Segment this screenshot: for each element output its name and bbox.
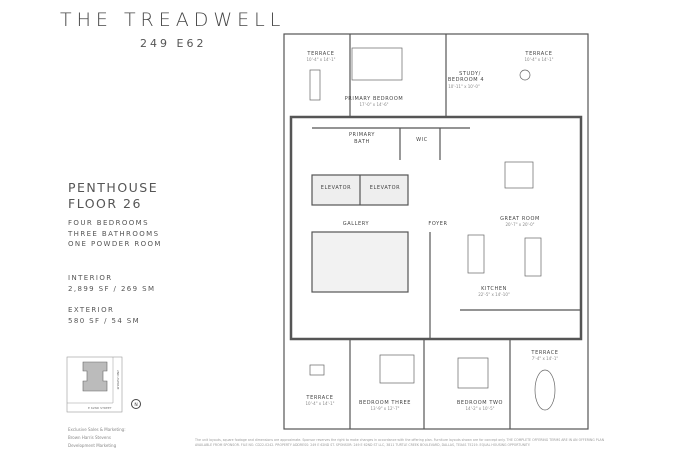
terrace-table xyxy=(534,369,556,411)
room-dimension: 10'-4" x 14'-1" xyxy=(525,57,554,62)
furniture xyxy=(309,47,556,411)
room-label: TERRACE xyxy=(306,51,334,57)
credit-line: Brown Harris Stevens xyxy=(68,435,111,440)
bed xyxy=(457,357,489,389)
exterior-area: EXTERIOR 580 SF / 54 SM xyxy=(68,305,140,326)
unit-name-line1: PENTHOUSE xyxy=(68,180,159,195)
feature: THREE BATHROOMS xyxy=(68,229,160,238)
room-dimension: 14'-2" x 10'-5" xyxy=(466,406,495,411)
street-bottom: E 62ND STREET xyxy=(88,406,112,410)
room-label: KITCHEN xyxy=(481,286,507,292)
room-label: BATH xyxy=(354,139,370,145)
room-label: TERRACE xyxy=(530,350,558,356)
table xyxy=(504,161,534,189)
room-dimension: 10'-11" x 10'-0" xyxy=(448,84,480,89)
bed xyxy=(351,47,403,81)
room-dimension: 10'-4" x 14'-1" xyxy=(306,401,335,406)
interior-label: INTERIOR xyxy=(68,274,113,282)
exterior-value: 580 SF / 54 SM xyxy=(68,316,141,325)
room-dimension: 17'-0" x 14'-6" xyxy=(360,102,389,107)
room-label: GALLERY xyxy=(343,221,370,227)
building-address: 249 E62 xyxy=(140,37,207,50)
bed xyxy=(379,354,415,384)
building-footprint xyxy=(82,361,108,392)
room-label: TERRACE xyxy=(524,51,552,57)
room-dimension: 10'-4" x 14'-1" xyxy=(307,57,336,62)
room-label: BEDROOM 4 xyxy=(448,77,484,83)
room-label: BEDROOM THREE xyxy=(359,400,411,406)
street-right: 2ND AVENUE xyxy=(116,370,120,390)
sales-credit: Exclusive Sales & Marketing: Brown Harri… xyxy=(68,426,126,450)
room-dimension: 20'-7" x 20'-0" xyxy=(506,222,535,227)
room-label: GREAT ROOM xyxy=(500,216,540,222)
interior-value: 2,899 SF / 269 SM xyxy=(68,284,156,293)
room-labels: TERRACE 10'-4" x 14'-1" PRIMARY BEDROOM … xyxy=(305,51,558,411)
room-label: ELEVATOR xyxy=(370,185,401,191)
room-label: PRIMARY BEDROOM xyxy=(345,96,404,102)
unit-name-line2: FLOOR 26 xyxy=(68,196,142,211)
room-dimension: 13'-9" x 12'-7" xyxy=(371,406,400,411)
feature: ONE POWDER ROOM xyxy=(68,240,162,248)
interior-area: INTERIOR 2,899 SF / 269 SM xyxy=(68,273,155,294)
walls xyxy=(283,33,589,430)
credit-line: Development Marketing xyxy=(68,443,117,448)
credit-line: Exclusive Sales & Marketing: xyxy=(68,427,126,432)
room-dimension: 7'-4" x 14'-1" xyxy=(532,356,559,361)
key-plan: E 62ND STREET 2ND AVENUE N xyxy=(66,356,141,413)
kitchen-island xyxy=(467,234,485,274)
dining-table xyxy=(524,237,542,277)
room-label: BEDROOM TWO xyxy=(457,400,503,406)
legal-disclaimer: The unit layouts, square footage and dim… xyxy=(195,438,605,447)
room-label: FOYER xyxy=(428,221,447,227)
room-label: TERRACE xyxy=(305,395,333,401)
room-label: PRIMARY xyxy=(349,132,375,138)
room-label: STUDY/ xyxy=(459,71,481,77)
exterior-label: EXTERIOR xyxy=(68,306,115,314)
north-arrow-icon xyxy=(131,399,141,409)
room-dimension: 22'-5" x 14'-10" xyxy=(478,292,510,297)
unit-features: FOUR BEDROOMS THREE BATHROOMS ONE POWDER… xyxy=(68,218,162,250)
room-label: WIC xyxy=(416,137,428,143)
north-label: N xyxy=(134,402,137,408)
feature: FOUR BEDROOMS xyxy=(68,219,149,227)
unit-name: PENTHOUSE FLOOR 26 xyxy=(68,180,158,212)
room-label: ELEVATOR xyxy=(321,185,352,191)
building-title: THE TREADWELL xyxy=(60,9,286,31)
